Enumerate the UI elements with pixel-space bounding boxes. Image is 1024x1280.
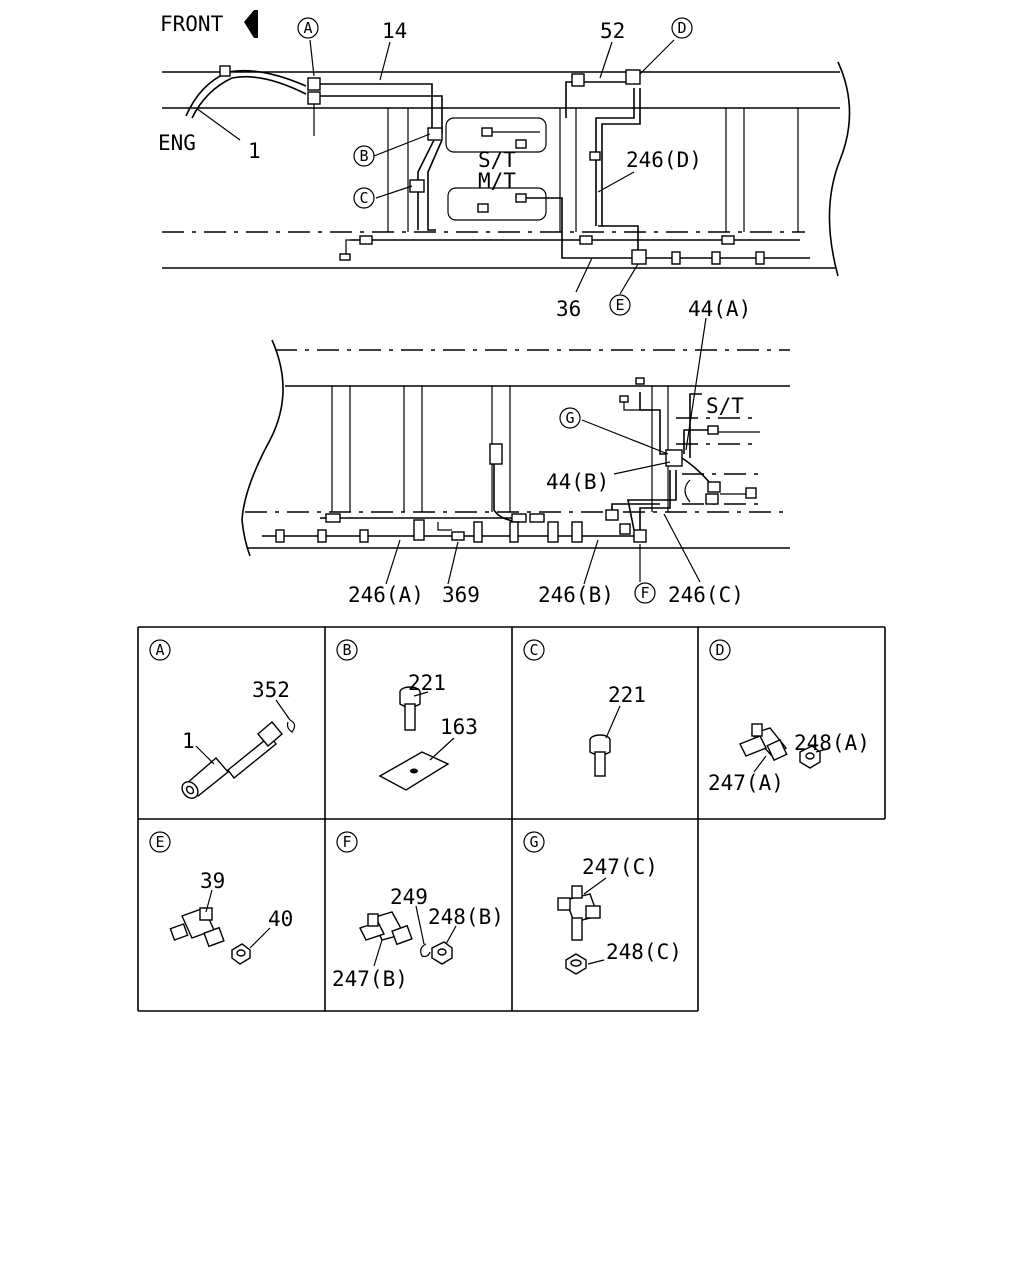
nut-icon bbox=[431, 941, 453, 965]
front-label: FRONT bbox=[160, 12, 224, 36]
detail-key-c: C bbox=[523, 639, 545, 661]
st-label: S/T bbox=[478, 148, 516, 172]
bolt-icon bbox=[589, 734, 611, 777]
detail-panel-e: E 39 40 bbox=[149, 831, 293, 965]
circle-label-d: D bbox=[671, 17, 693, 39]
part-label-36: 36 bbox=[556, 297, 581, 321]
lower-view: S/T 44(A) 44(B) 246(A) 369 246(B) 246(C)… bbox=[241, 297, 790, 607]
svg-text:B: B bbox=[342, 641, 351, 659]
svg-text:A: A bbox=[155, 641, 164, 659]
detail-panel-b: B 221 163 bbox=[336, 639, 478, 791]
svg-text:D: D bbox=[677, 19, 686, 37]
detail-g-part-247c: 247(C) bbox=[582, 855, 658, 879]
tee-fitting-icon bbox=[739, 723, 788, 762]
detail-a-part-352: 352 bbox=[252, 678, 290, 702]
part-label-246c: 246(C) bbox=[668, 583, 744, 607]
svg-text:F: F bbox=[640, 584, 649, 602]
detail-f-part-247b: 247(B) bbox=[332, 967, 408, 991]
svg-text:D: D bbox=[715, 641, 724, 659]
cross-fitting-icon bbox=[557, 885, 601, 941]
svg-text:E: E bbox=[155, 833, 164, 851]
eng-label: ENG bbox=[158, 131, 196, 155]
nut-icon bbox=[231, 943, 251, 965]
svg-text:C: C bbox=[529, 641, 538, 659]
part-label-246d: 246(D) bbox=[626, 148, 702, 172]
mt-label: M/T bbox=[478, 169, 516, 193]
part-label-369: 369 bbox=[442, 583, 480, 607]
part-label-44a: 44(A) bbox=[688, 297, 751, 321]
circle-label-c: C bbox=[353, 187, 375, 209]
detail-e-part-40: 40 bbox=[268, 907, 293, 931]
upper-view: FRONT ENG 1 14 52 246(D) 36 S/T M/T A B … bbox=[158, 10, 851, 321]
detail-e-part-39: 39 bbox=[200, 869, 225, 893]
nut-icon bbox=[565, 953, 587, 975]
circle-label-a: A bbox=[297, 17, 319, 39]
circle-label-e: E bbox=[609, 294, 631, 316]
st-label-lower: S/T bbox=[706, 394, 744, 418]
svg-text:A: A bbox=[303, 19, 312, 37]
part-label-14: 14 bbox=[382, 19, 407, 43]
detail-d-part-248a: 248(A) bbox=[794, 731, 870, 755]
hose-fitting-icon bbox=[181, 721, 283, 799]
part-label-44b: 44(B) bbox=[546, 470, 609, 494]
part-label-246a: 246(A) bbox=[348, 583, 424, 607]
detail-panel-c: C 221 bbox=[523, 639, 646, 777]
clip-icon bbox=[420, 943, 431, 958]
detail-a-part-1: 1 bbox=[182, 729, 195, 753]
svg-text:G: G bbox=[529, 833, 538, 851]
tee-fitting-icon bbox=[359, 911, 413, 946]
cross-fitting-icon bbox=[169, 907, 225, 948]
detail-key-b: B bbox=[336, 639, 358, 661]
circle-label-f: F bbox=[634, 582, 656, 604]
svg-text:B: B bbox=[359, 147, 368, 165]
detail-c-part-221: 221 bbox=[608, 683, 646, 707]
detail-f-part-248b: 248(B) bbox=[428, 905, 504, 929]
detail-key-g: G bbox=[523, 831, 545, 853]
detail-d-part-247a: 247(A) bbox=[708, 771, 784, 795]
circle-label-b: B bbox=[353, 145, 375, 167]
svg-text:F: F bbox=[342, 833, 351, 851]
detail-key-f: F bbox=[336, 831, 358, 853]
part-label-52: 52 bbox=[600, 19, 625, 43]
part-label-246b: 246(B) bbox=[538, 583, 614, 607]
svg-text:E: E bbox=[615, 296, 624, 314]
detail-panel-d: D 248(A) 247(A) bbox=[708, 639, 870, 795]
clip-icon bbox=[286, 719, 296, 733]
detail-g-part-248c: 248(C) bbox=[606, 940, 682, 964]
detail-panel-g: G 247(C) 248(C) bbox=[523, 831, 682, 975]
detail-key-a: A bbox=[149, 639, 171, 661]
svg-text:C: C bbox=[359, 189, 368, 207]
front-arrow-icon bbox=[244, 10, 258, 38]
detail-key-d: D bbox=[709, 639, 731, 661]
nut-icon bbox=[799, 745, 821, 769]
detail-b-part-221: 221 bbox=[408, 671, 446, 695]
detail-panel-a: A 352 1 bbox=[149, 639, 296, 799]
svg-text:G: G bbox=[565, 409, 574, 427]
detail-grid: A 352 1 B 2 bbox=[137, 626, 886, 1012]
circle-label-g: G bbox=[559, 407, 581, 429]
detail-f-part-249: 249 bbox=[390, 885, 428, 909]
detail-panel-f: F 249 248(B) 247(B) bbox=[332, 831, 504, 991]
detail-b-part-163: 163 bbox=[440, 715, 478, 739]
detail-key-e: E bbox=[149, 831, 171, 853]
part-label-1: 1 bbox=[248, 139, 261, 163]
